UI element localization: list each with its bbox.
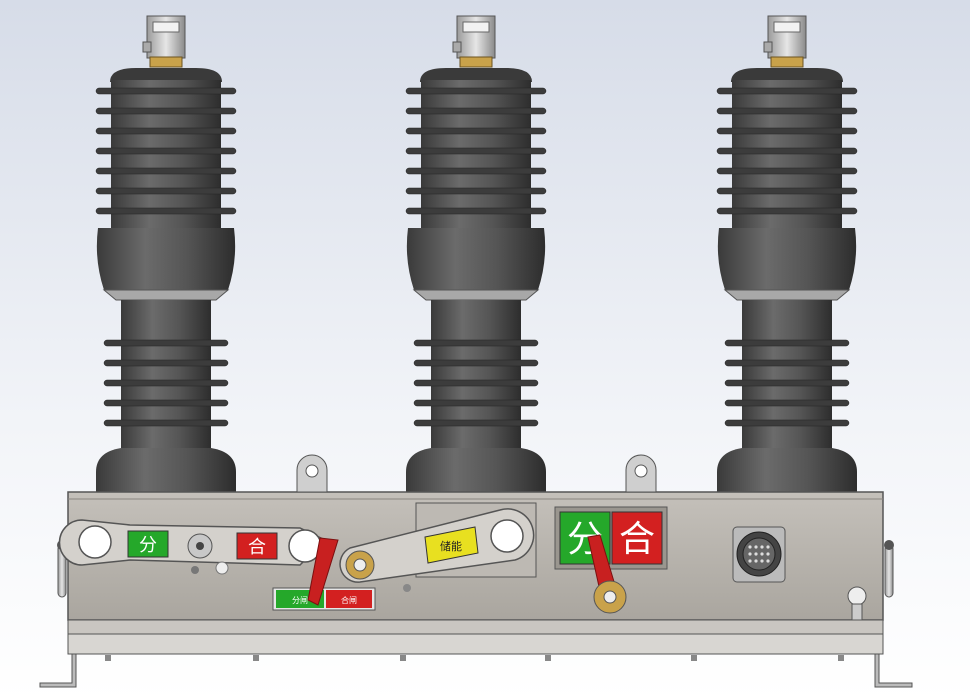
status-plate: 分闸 合闸 [272,587,376,611]
insulator-pole-3 [716,15,858,492]
foot-right [874,653,913,688]
insulator-pole-1 [95,15,237,492]
small-open-indicator: 分 [127,530,169,558]
counter-label: 储能 [440,539,462,553]
status-close-text: 合闸 [341,595,357,605]
main-close-label: 合 [619,519,655,560]
bolt [403,584,411,592]
operating-handle [587,534,627,614]
main-indicator-panel: 分 合 [554,506,668,570]
insulator-pole-2 [405,15,547,492]
status-open-text: 分闸 [292,596,308,605]
small-open-label: 分 [139,535,157,556]
small-close-indicator: 合 [236,532,278,560]
small-close-label: 合 [248,537,266,558]
red-lever-left [307,537,339,606]
side-handle-right [884,540,894,598]
counter-indicator: 储能 [424,526,479,564]
lifting-lug-left [296,454,328,493]
lifting-lug-right [625,454,657,493]
foot-left [39,653,77,688]
aviation-connector [732,526,786,583]
grounding-lug [847,586,867,621]
